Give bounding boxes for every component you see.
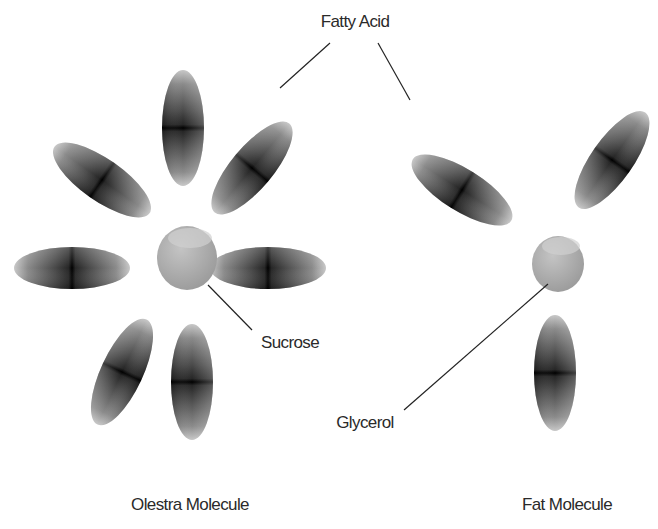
olestra-fatty-acids: [14, 70, 326, 440]
leader-lines: [208, 43, 548, 410]
glycerol-core: [532, 236, 584, 292]
glycerol-label: Glycerol: [336, 413, 394, 433]
fatty-acid-label: Fatty Acid: [321, 12, 390, 32]
fat-fatty-acids: [402, 100, 658, 431]
sucrose-label: Sucrose: [261, 333, 319, 353]
sucrose-core: [157, 226, 217, 290]
molecule-caption: Olestra Molecule: [131, 495, 249, 515]
molecule-caption: Fat Molecule: [522, 495, 612, 515]
